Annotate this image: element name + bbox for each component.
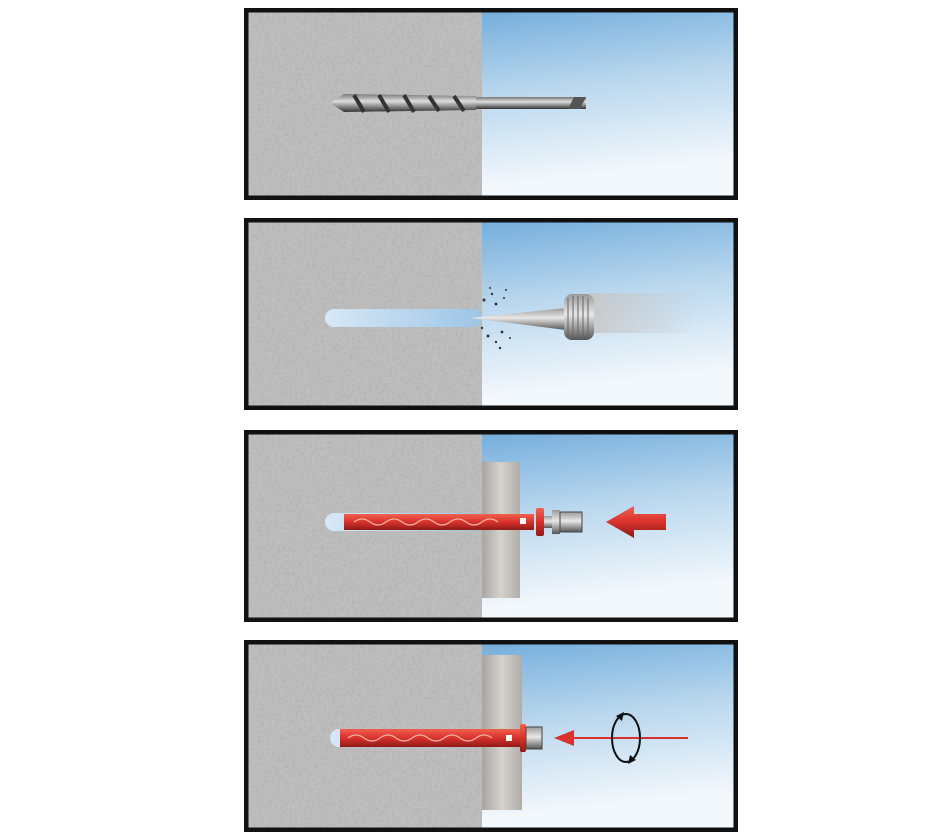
drill-bit-icon xyxy=(330,93,586,114)
rotate-arrow-icon xyxy=(554,712,688,764)
anchor-plug xyxy=(340,724,526,752)
push-arrow-icon xyxy=(606,506,666,538)
step-1-drill-panel xyxy=(244,8,738,200)
step-4-tighten-panel xyxy=(244,640,738,832)
blow-out-pump-icon xyxy=(470,293,699,340)
screw-head xyxy=(525,726,543,750)
anchor-plug xyxy=(344,508,544,536)
step-3-insert-panel xyxy=(244,430,738,622)
screw-head xyxy=(544,510,583,534)
step-2-clean-panel xyxy=(244,218,738,410)
dust-particles xyxy=(480,287,511,350)
drill-hole xyxy=(325,309,482,327)
